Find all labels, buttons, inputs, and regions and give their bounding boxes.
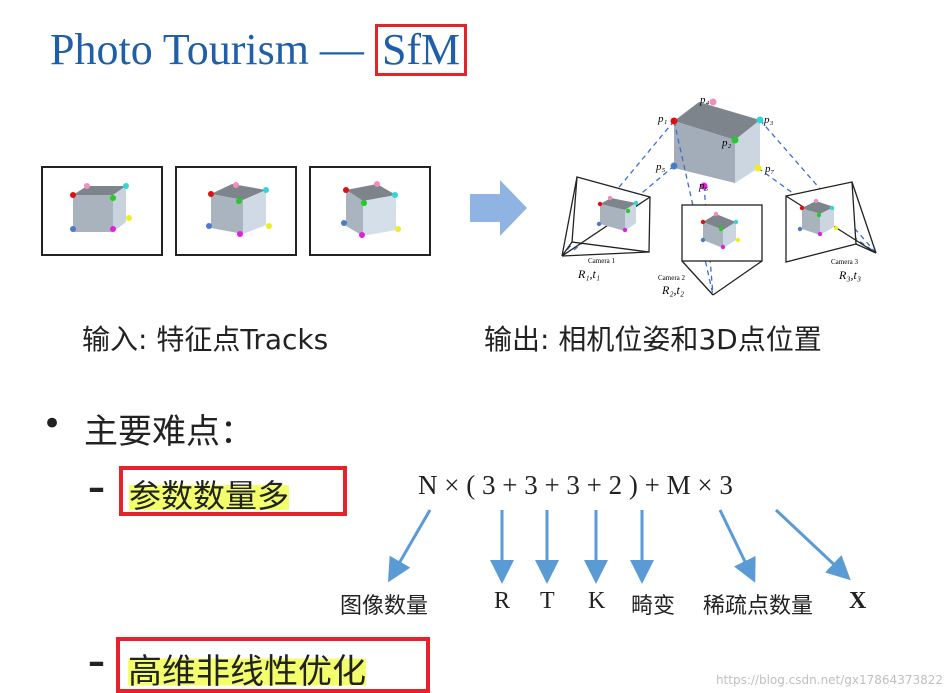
point-p4 xyxy=(709,98,717,106)
camera-1-name: Camera 1 xyxy=(588,257,616,265)
camera-2-cube xyxy=(700,211,741,250)
cube-icon xyxy=(70,183,132,232)
parameter-formula: N × ( 3 + 3 + 3 + 2 ) + M × 3 xyxy=(418,470,733,500)
input-image-3 xyxy=(309,166,431,256)
cube-icon xyxy=(341,181,401,238)
parameters-many-text: 参数数量多 xyxy=(129,471,290,517)
point-p2 xyxy=(731,136,739,144)
cube-left xyxy=(674,121,735,183)
point-p6 xyxy=(700,182,708,190)
camera-3-cube xyxy=(797,198,839,237)
label-image-count: 图像数量 xyxy=(340,594,429,619)
title-sfm-highlight: SfM xyxy=(374,24,468,77)
label-sparse-count: 稀疏点数量 xyxy=(703,594,814,619)
sfm-reconstruction-figure: p₁ p₂ p₃ p₄ p₅ p₆ p₇ Camera 1 R₁,t₁ Came… xyxy=(561,94,877,297)
label-x: X xyxy=(849,588,867,614)
input-image-1 xyxy=(41,166,163,256)
camera-2-name: Camera 2 xyxy=(658,274,686,282)
camera-1-cube xyxy=(596,195,639,233)
formula-arrows xyxy=(387,508,851,584)
camera-2-pose: R₂,t₂ xyxy=(661,283,684,297)
arrow-to-sparse-count xyxy=(718,509,756,583)
arrow-to-image-count xyxy=(387,509,432,583)
label-p3: p₃ xyxy=(763,114,774,126)
label-distortion: 畸变 xyxy=(631,594,676,619)
point-p5 xyxy=(670,162,678,170)
arrow-to-x xyxy=(774,508,851,581)
point-p1 xyxy=(670,117,678,125)
label-r: R xyxy=(494,588,511,614)
label-p5: p₅ xyxy=(655,161,666,173)
sub-bullet-dash: – xyxy=(88,468,105,508)
label-k: K xyxy=(588,588,606,614)
camera-3-pose: R₃,t₃ xyxy=(838,268,861,282)
sub-bullet-dash: – xyxy=(88,642,105,682)
point-p7 xyxy=(754,164,762,172)
watermark: https://blog.csdn.net/gx17864373822 xyxy=(715,673,943,687)
label-p4: p₄ xyxy=(699,94,710,106)
cube-icon xyxy=(206,182,272,237)
right-arrow-icon xyxy=(470,180,527,236)
cube-right xyxy=(735,120,760,183)
input-caption: 输入: 特征点Tracks xyxy=(82,323,329,356)
highlight-box-parameters: 参数数量多 xyxy=(119,466,347,517)
label-p2: p₂ xyxy=(721,137,732,149)
title-text: Photo Tourism — xyxy=(50,25,364,74)
input-image-2 xyxy=(175,166,297,256)
bullet-dot: • xyxy=(42,404,63,444)
slide-title: Photo Tourism — SfM xyxy=(50,24,468,77)
point-p3 xyxy=(756,116,764,124)
label-p1: p₁ xyxy=(657,113,668,125)
highlight-box-optimization: 高维非线性优化 xyxy=(116,637,430,693)
camera-1-pose: R₁,t₁ xyxy=(577,267,600,281)
output-caption: 输出: 相机位姿和3D点位置 xyxy=(484,323,822,356)
cube-top xyxy=(674,102,760,140)
label-p6: p₆ xyxy=(698,180,709,192)
bullet-heading: 主要难点： xyxy=(84,412,254,452)
camera-3-name: Camera 3 xyxy=(831,258,859,266)
label-t: T xyxy=(540,588,555,614)
nonlinear-optimization-text: 高维非线性优化 xyxy=(128,644,366,693)
label-p7: p₇ xyxy=(764,163,775,175)
